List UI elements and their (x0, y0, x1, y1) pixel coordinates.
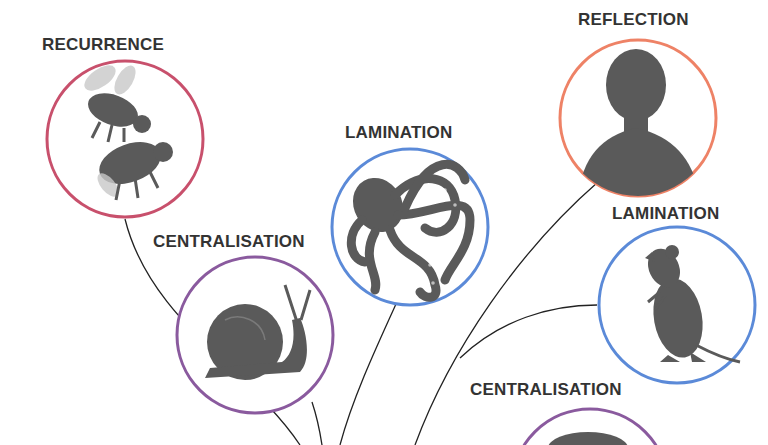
circle-outline (43, 57, 207, 221)
circle-heading: CENTRALISATION (153, 232, 305, 252)
circle-heading: CENTRALISATION (470, 380, 622, 400)
labelled-circle: CENTRALISATION (173, 253, 337, 417)
circle-outline (595, 223, 759, 387)
circle-heading: LAMINATION (345, 123, 452, 143)
circle-outline (508, 405, 672, 445)
labelled-circle: CENTRALISATION (508, 405, 672, 445)
circle-heading: LAMINATION (612, 204, 719, 224)
circle-heading: RECURRENCE (42, 35, 164, 55)
labelled-circle: LAMINATION (595, 223, 759, 387)
circle-outline (328, 145, 492, 309)
branch-line (312, 402, 322, 445)
labelled-circle: LAMINATION (328, 145, 492, 309)
labelled-circle: REFLECTION (556, 36, 720, 200)
labelled-circle: RECURRENCE (43, 57, 207, 221)
branch-line (340, 304, 396, 445)
circle-heading: REFLECTION (578, 10, 689, 30)
branch-line (460, 305, 597, 358)
circle-outline (556, 36, 720, 200)
circle-outline (173, 253, 337, 417)
